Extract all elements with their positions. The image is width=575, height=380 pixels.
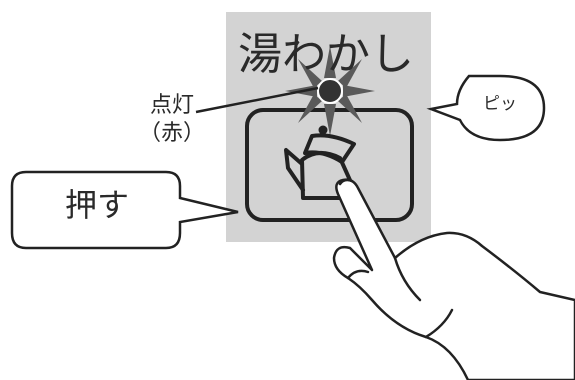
beep-callout-text: ピッ — [483, 94, 517, 114]
lamp-dot — [317, 78, 343, 104]
push-callout-bubble — [10, 170, 239, 250]
lamp-leader-line — [195, 86, 319, 114]
lamp-status-label-line2: （赤） — [138, 121, 205, 146]
lamp-status-label-line1: 点灯 — [149, 93, 194, 118]
lamp-indicator — [285, 46, 375, 136]
panel-title: 湯わかし — [238, 29, 414, 80]
lamp-glow-rays — [285, 46, 375, 136]
pointing-finger-icon — [332, 178, 575, 380]
beep-callout-bubble — [426, 74, 546, 142]
push-callout-text: 押す — [64, 186, 129, 224]
lamp-status-label: 点灯 （赤） — [128, 92, 216, 148]
